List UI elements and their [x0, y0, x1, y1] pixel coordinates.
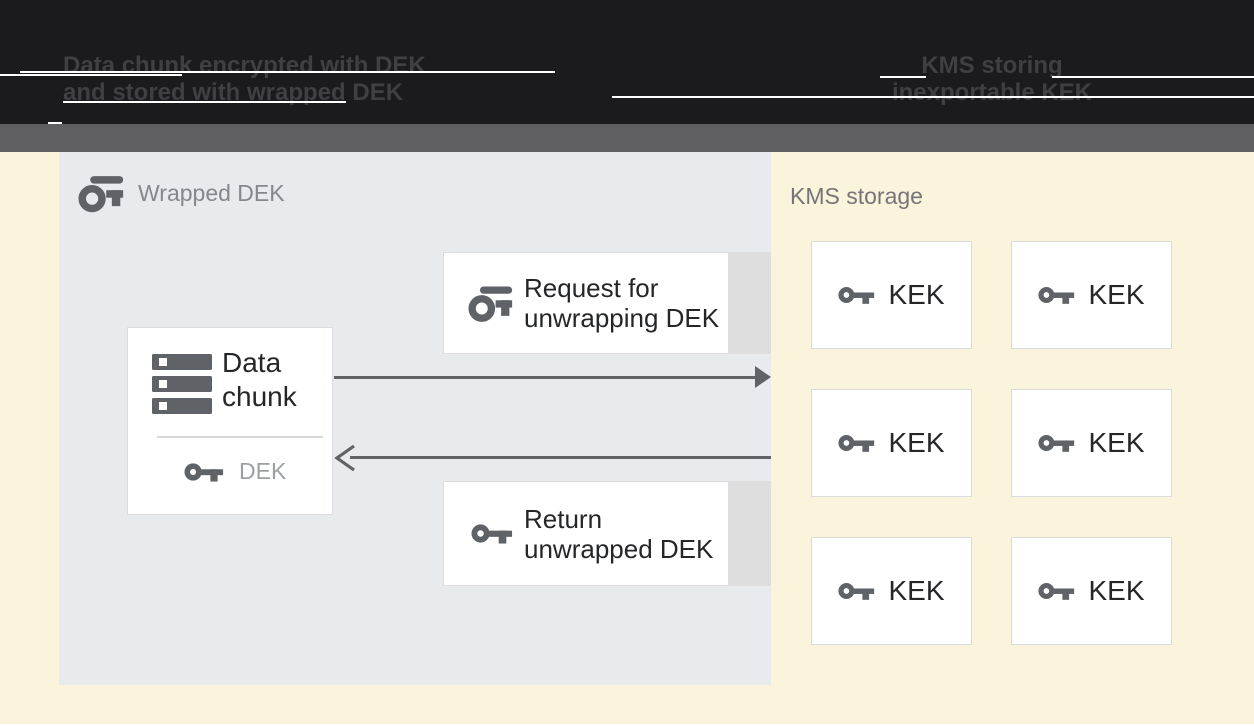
key-icon: [471, 524, 513, 544]
header-right-caption-line1: KMS storing: [921, 52, 1063, 79]
data-chunk-card: Data chunk DEK: [127, 327, 333, 515]
kek-label: KEK: [888, 575, 945, 606]
key-icon: [838, 287, 875, 304]
wrapped-dek-label: Wrapped DEK: [78, 172, 285, 214]
request-card-line2: unwrapping DEK: [524, 303, 720, 333]
dek-label: DEK: [239, 458, 287, 484]
kek-label: KEK: [1088, 575, 1145, 606]
return-arrow-head-icon: [334, 444, 355, 472]
kek-card: KEK: [1011, 537, 1172, 645]
return-card-line2: unwrapped DEK: [524, 533, 714, 564]
white-streak: [612, 96, 1254, 98]
key-icon: [838, 435, 875, 452]
return-card-line1: Return: [524, 503, 603, 534]
wrapped-dek-label-text: Wrapped DEK: [138, 179, 285, 206]
white-streak: [63, 101, 346, 103]
request-unwrapping-card: Request for unwrapping DEK: [443, 252, 729, 354]
data-chunk-title: Data chunk: [222, 346, 297, 414]
kek-label: KEK: [888, 427, 945, 458]
header-gray-subband: [0, 124, 1254, 152]
return-unwrapped-card: Return unwrapped DEK: [443, 481, 729, 586]
key-icon: [838, 583, 875, 600]
white-streak: [1052, 76, 1254, 78]
key-outline-icon: [468, 286, 513, 322]
kek-card: KEK: [811, 537, 972, 645]
kek-label: KEK: [888, 279, 945, 310]
request-card-tail: [729, 252, 771, 354]
storage-icon: [152, 354, 212, 414]
return-arrow-line: [350, 456, 771, 459]
kek-label: KEK: [1088, 427, 1145, 458]
kek-card: KEK: [811, 241, 972, 349]
kms-storage-label-text: KMS storage: [790, 183, 923, 209]
key-outline-icon: [78, 176, 124, 213]
request-card-line1: Request for: [524, 273, 659, 303]
white-streak: [48, 122, 62, 124]
dek-row: DEK: [184, 458, 286, 485]
header-left-caption: Data chunk encrypted with DEK and stored…: [63, 52, 426, 106]
key-icon: [1038, 435, 1075, 452]
request-card-text: Request for unwrapping DEK: [524, 273, 719, 333]
header-right-caption-line2: inexportable KEK: [891, 79, 1093, 106]
header-right-caption: KMS storing inexportable KEK: [880, 52, 1104, 106]
header-band: Data chunk encrypted with DEK and stored…: [0, 0, 1254, 124]
key-icon: [1038, 287, 1075, 304]
kek-card: KEK: [1011, 241, 1172, 349]
white-streak: [0, 724, 1254, 726]
kek-card: KEK: [1011, 389, 1172, 497]
white-streak: [20, 71, 555, 73]
return-card-text: Return unwrapped DEK: [524, 504, 713, 564]
data-chunk-title-line1: Data: [222, 347, 282, 378]
divider: [157, 436, 323, 438]
white-streak: [0, 74, 182, 76]
data-chunk-title-line2: chunk: [222, 381, 297, 412]
kek-card: KEK: [811, 389, 972, 497]
return-card-tail: [729, 481, 771, 586]
white-streak: [880, 76, 926, 78]
key-icon: [1038, 583, 1075, 600]
request-arrow-line: [334, 376, 758, 379]
kms-storage-label: KMS storage: [790, 183, 923, 210]
kek-label: KEK: [1088, 279, 1145, 310]
request-arrow-head-icon: [755, 366, 771, 388]
key-icon: [184, 462, 224, 482]
